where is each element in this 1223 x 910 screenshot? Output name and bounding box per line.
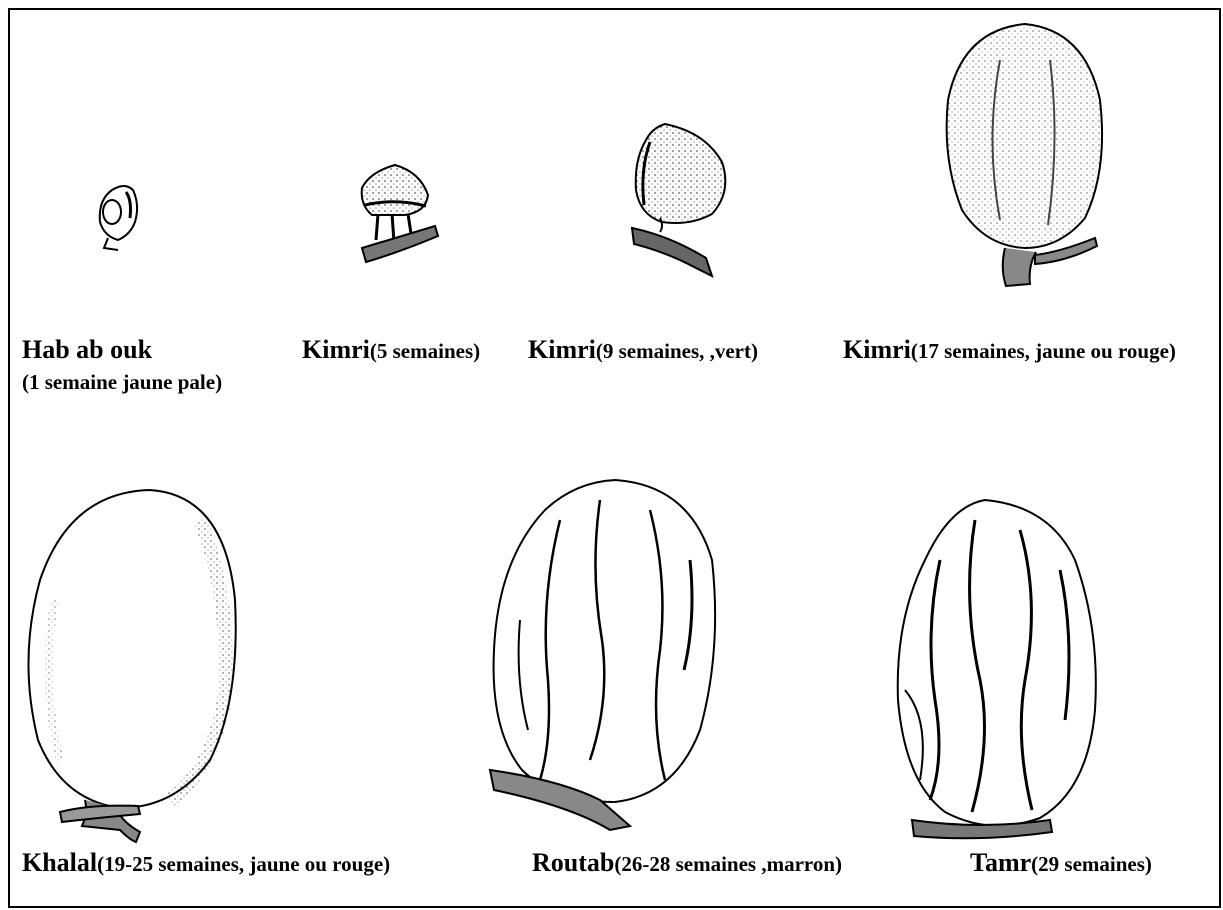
stage-3-name: Kimri — [528, 335, 596, 364]
stage-7-label: Tamr(29 semaines) — [970, 848, 1152, 878]
stage-6-name: Routab — [532, 848, 614, 877]
wrinkled-date-icon — [490, 480, 715, 830]
stage-1-detail: (1 semaine jaune pale) — [22, 370, 222, 394]
stage-6-detail: (26-28 semaines ,marron) — [614, 852, 842, 876]
green-fruit-icon — [632, 124, 725, 276]
stage-7-detail: (29 semaines) — [1031, 852, 1152, 876]
stage-4-label: Kimri(17 semaines, jaune ou rouge) — [843, 335, 1176, 365]
small-fruit-icon — [362, 165, 438, 262]
stage-2-detail: (5 semaines) — [370, 339, 480, 363]
dried-date-icon — [898, 500, 1096, 838]
stage-6-label: Routab(26-28 semaines ,marron) — [532, 848, 842, 878]
stage-7-name: Tamr — [970, 848, 1031, 877]
tiny-bud-icon — [100, 186, 137, 250]
stage-3-detail: (9 semaines, ,vert) — [596, 339, 758, 363]
smooth-date-icon — [28, 490, 235, 842]
stage-4-detail: (17 semaines, jaune ou rouge) — [911, 339, 1176, 363]
stage-4-name: Kimri — [843, 335, 911, 364]
stage-5-name: Khalal — [22, 848, 97, 877]
oval-fruit-icon — [947, 24, 1102, 286]
stage-2-label: Kimri(5 semaines) — [302, 335, 480, 365]
stage-5-label: Khalal(19-25 semaines, jaune ou rouge) — [22, 848, 390, 878]
stage-3-label: Kimri(9 semaines, ,vert) — [528, 335, 758, 365]
stage-5-detail: (19-25 semaines, jaune ou rouge) — [97, 852, 390, 876]
stage-1-name: Hab ab ouk — [22, 335, 152, 365]
stage-2-name: Kimri — [302, 335, 370, 364]
